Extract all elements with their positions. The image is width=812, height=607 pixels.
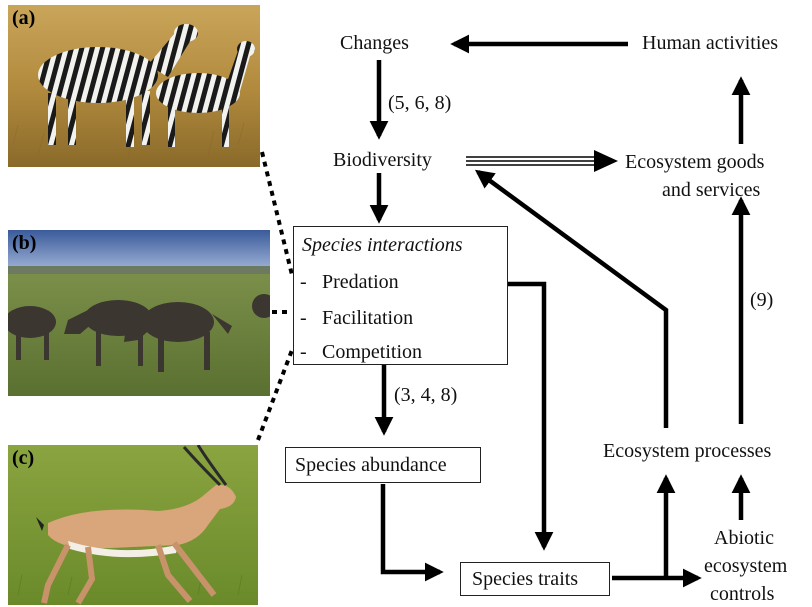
- node-abiotic-line3: controls: [710, 584, 774, 604]
- dotted-connector-c: [258, 350, 292, 440]
- arrow-predation-to-traits: [508, 284, 544, 547]
- ref-processes-to-goods: (9): [750, 290, 773, 310]
- arrow-biodiversity-to-goods: [466, 157, 596, 165]
- arrow-abundance-to-traits: [383, 484, 440, 572]
- interaction-bullet-1: -: [300, 272, 307, 292]
- species-interactions-title: Species interactions: [302, 235, 463, 255]
- species-interactions-box: Species interactions - Predation - Facil…: [293, 226, 508, 365]
- dotted-connector-a: [262, 152, 292, 275]
- ref-interactions-to-abundance: (3, 4, 8): [394, 385, 457, 405]
- node-abiotic-line2: ecosystem: [704, 556, 787, 576]
- interaction-bullet-3: -: [300, 342, 307, 362]
- node-ecosystem-processes: Ecosystem processes: [603, 441, 771, 461]
- node-goods-line1: Ecosystem goods: [625, 152, 764, 172]
- node-abiotic-line1: Abiotic: [714, 528, 774, 548]
- node-changes: Changes: [340, 33, 409, 53]
- species-traits-box: Species traits: [460, 562, 610, 596]
- node-biodiversity: Biodiversity: [333, 150, 432, 170]
- species-abundance-label: Species abundance: [295, 455, 447, 475]
- node-goods-line2: and services: [662, 180, 760, 200]
- species-traits-label: Species traits: [472, 569, 578, 589]
- interaction-facilitation: Facilitation: [322, 308, 413, 328]
- species-abundance-box: Species abundance: [285, 447, 481, 483]
- ref-changes-to-biodiversity: (5, 6, 8): [388, 93, 451, 113]
- interaction-competition: Competition: [322, 342, 422, 362]
- interaction-predation: Predation: [322, 272, 399, 292]
- interaction-bullet-2: -: [300, 308, 307, 328]
- node-human-activities: Human activities: [642, 33, 778, 53]
